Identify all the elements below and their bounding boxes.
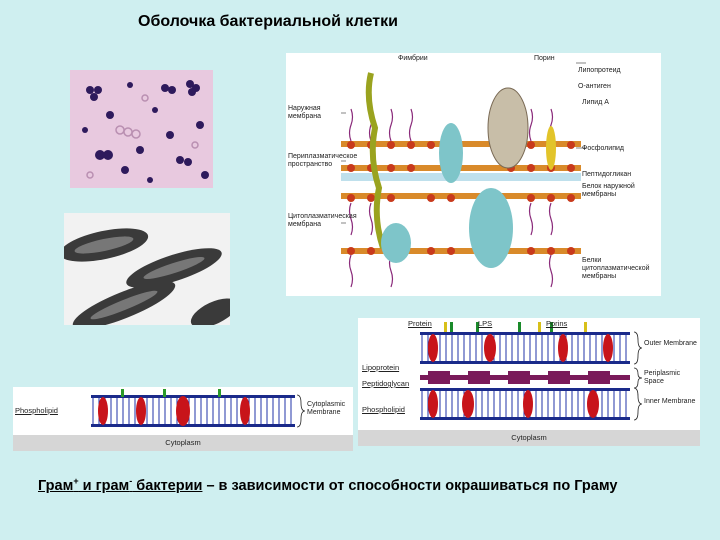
porin: [488, 88, 528, 168]
cytoplasmic-membrane-proteins-label: Белки цитоплазматической мембраны: [582, 257, 657, 281]
porins-label: Porins: [546, 320, 567, 329]
membrane-proteins: [98, 396, 250, 426]
phospholipid-label-gp: Phospholipid: [15, 407, 58, 416]
rods-image: [64, 213, 230, 325]
gram-positive-lipid-bilayer: [91, 395, 295, 427]
periplasmic-space-label-gn: Periplasmic Space: [644, 370, 698, 386]
outer-membrane-bilayer: [422, 334, 626, 362]
fimbriae-label: Фимбрии: [398, 55, 428, 63]
gram-stain-micrograph: [70, 70, 213, 188]
outer-membrane-label-gn: Outer Membrane: [644, 340, 698, 348]
lipoprotein: [546, 126, 556, 170]
gram-negative-diagram: Protein LPS Porins Lipoprotein Peptidogl…: [358, 318, 700, 446]
fimbria: [369, 73, 383, 248]
inner-membrane-label-gn: Inner Membrane: [644, 398, 698, 406]
cytoplasm-label-gn: Cytoplasm: [358, 430, 700, 446]
outer-membrane-label: Наружная мембрана: [288, 105, 340, 121]
protein-label: Protein: [408, 320, 432, 329]
o-antigen-label: О-антиген: [578, 83, 611, 91]
cell-envelope-diagram: Фимбрии Порин Липопротеид О-антиген Липи…: [286, 53, 661, 296]
periplasmic-space-label: Периплазматическое пространство: [288, 153, 340, 169]
cytoplasm-label-gp: Cytoplasm: [13, 435, 353, 451]
peptidoglycan-label-gn: Peptidoglycan: [362, 380, 409, 389]
lipid-a-label: Липид А: [582, 99, 609, 107]
page-title: Оболочка бактериальной клетки: [138, 13, 398, 31]
cytoplasmic-membrane-label-gp: Cytoplasmic Membrane: [307, 401, 353, 417]
lipoprotein-label-gn: Lipoprotein: [362, 364, 399, 373]
phospholipid-label-gn: Phospholipid: [362, 406, 405, 415]
lps-label: LPS: [478, 320, 492, 329]
cocci-image: [70, 70, 213, 188]
outer-membrane-protein-label: Белок наружной мембраны: [582, 183, 657, 199]
rod-bacteria-micrograph: [64, 213, 230, 325]
slide-caption: Грам+ и грам- бактерии – в зависимости о…: [38, 476, 698, 496]
gram-types-phrase: Грам+ и грам- бактерии: [38, 478, 202, 494]
outer-membrane-protein: [439, 123, 463, 183]
peptidoglycan-strip: [420, 371, 630, 384]
phospholipid-label: Фосфолипид: [582, 145, 624, 153]
peptidoglycan-label: Пептидогликан: [582, 171, 631, 179]
inner-membrane-protein: [469, 188, 513, 268]
gram-positive-diagram: Phospholipid Cytoplasmic Membrane Cytopl…: [13, 387, 353, 451]
cytoplasmic-membrane-label: Цитоплазматическая мембрана: [288, 213, 340, 229]
lipoprotein-label: Липопротеид: [578, 67, 621, 75]
caption-rest: – в зависимости от способности окрашиват…: [202, 478, 617, 494]
porin-label: Порин: [534, 55, 555, 63]
